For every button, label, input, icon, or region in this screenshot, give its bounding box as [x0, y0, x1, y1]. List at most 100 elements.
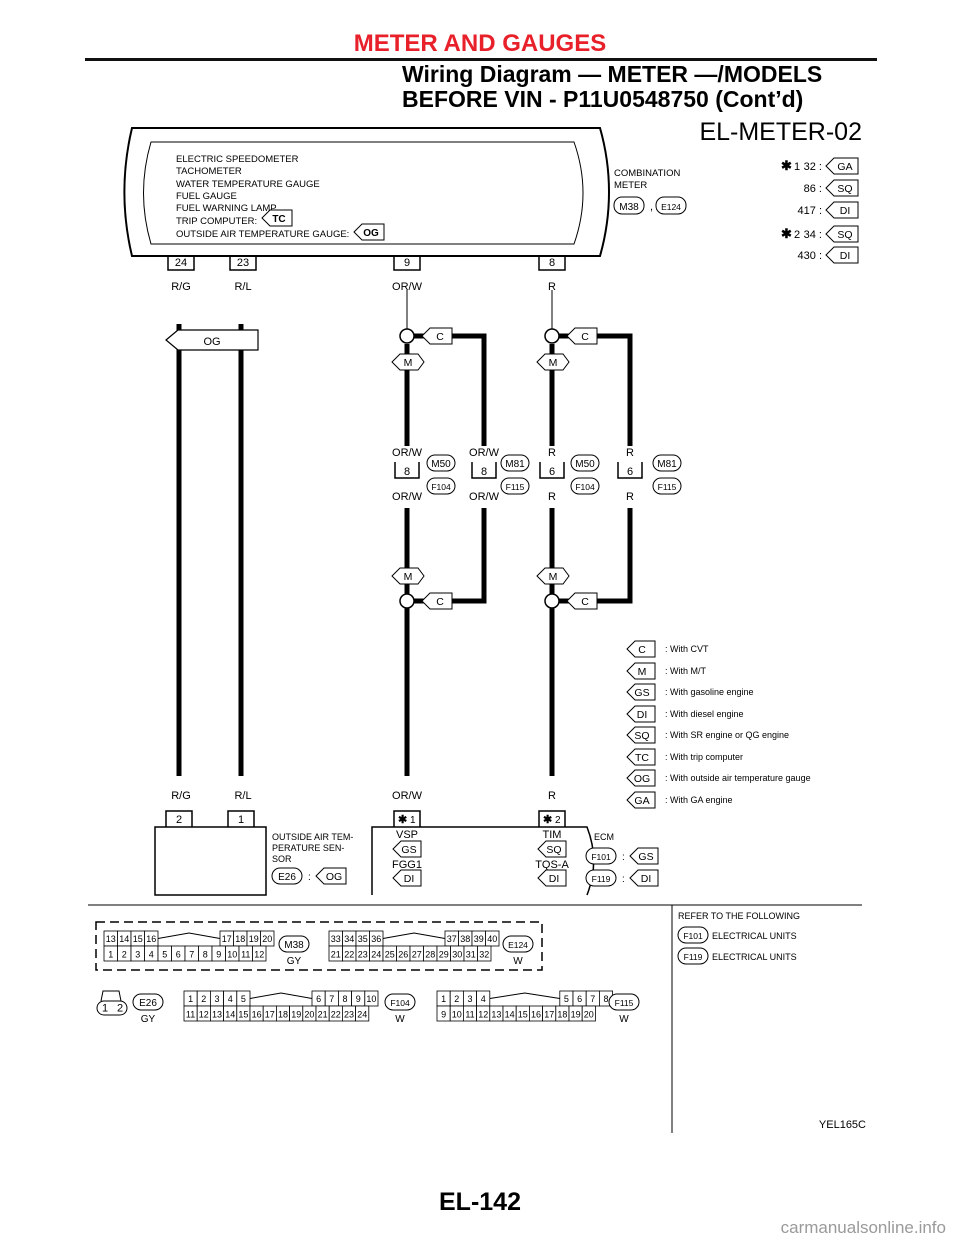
wire-orw-bottom-label: OR/W [392, 790, 423, 802]
page-number: EL-142 [439, 1188, 521, 1216]
r-top-c-tag [566, 327, 598, 345]
connector-key-notch [489, 992, 560, 999]
r-bottom-c-tag-text: C [581, 596, 589, 608]
refer-text-2: ELECTRICAL UNITS [712, 952, 797, 962]
ecm-vsp-label: VSP [396, 829, 418, 841]
connector-pin-number: 8 [603, 994, 608, 1004]
star-note-row-5: 430 : [798, 250, 822, 262]
connector-pin-number: 16 [252, 1010, 262, 1020]
connector-pin-number: 5 [564, 994, 569, 1004]
connector-pin-number: 14 [505, 1010, 515, 1020]
ecm-fgg-label: FGG1 [392, 859, 422, 871]
orw-top-c-tag-text: C [436, 331, 444, 343]
connector-pin-number: 20 [304, 1010, 314, 1020]
sensor-name-line-2: PERATURE SEN- [272, 843, 344, 853]
ecm-tqs-tag [537, 869, 567, 887]
ecm-pin-left: 1 [410, 815, 416, 826]
meter-inner-outline [143, 141, 584, 245]
watermark: carmanualsonline.info [780, 1218, 946, 1237]
joint-connector-r-m50: R 6 M50 F104 R [539, 447, 600, 503]
ecm-tim-tag [537, 840, 567, 858]
connector-pin-number: 8 [203, 950, 208, 960]
ecm-di-tag-text: DI [641, 873, 652, 885]
star-1-marker: ✱ [781, 158, 792, 173]
ecm-fgg-tag-text: DI [404, 873, 415, 885]
r-top-splice: C M [536, 327, 598, 371]
jc1-pin: 8 [404, 466, 410, 478]
star-note-tags: GA SQ DI SQ DI [825, 157, 859, 264]
wire-orw-top-label: OR/W [392, 281, 423, 293]
r-top-c-tag-text: C [581, 331, 589, 343]
connector-view-color: GY [141, 1014, 156, 1025]
r-bottom-c-tag [566, 592, 598, 610]
connector-m38-tag [613, 196, 645, 215]
ecm-separator-1: : [622, 852, 625, 863]
connector-pin-number: 11 [186, 1010, 195, 1020]
star-note-row-3: 417 : [798, 205, 822, 217]
refer-conn-1: F101 [683, 931, 703, 941]
jc4-pin: 6 [627, 466, 633, 478]
jc3-wire-top: R [548, 447, 556, 459]
connector-pin-cell [485, 930, 500, 947]
star-note-row-1: 32 : [804, 161, 822, 173]
trip-computer-tag-text: TC [272, 214, 285, 225]
connector-e26-body [96, 1000, 128, 1016]
connector-pin-number: 18 [278, 1010, 288, 1020]
sensor-separator: : [308, 872, 311, 883]
sensor-pin-1: 1 [238, 814, 244, 826]
connector-pin-number: 29 [439, 950, 449, 960]
wire-rl-top-label: R/L [234, 281, 251, 293]
r-top-splice-point [544, 328, 560, 344]
connector-pin-number: 15 [518, 1010, 528, 1020]
refer-text-1: ELECTRICAL UNITS [712, 931, 797, 941]
connector-pin-number: 17 [222, 934, 232, 944]
connector-view-color: W [395, 1014, 405, 1025]
connector-pin-cell [364, 990, 379, 1007]
star-tag-5: DI [840, 250, 851, 262]
star-tag-3: DI [840, 205, 851, 217]
jc2-wire-bottom: OR/W [469, 491, 500, 503]
connector-pin-number: 6 [176, 950, 181, 960]
connector-pin-number: 19 [249, 934, 259, 944]
connector-pin-number: 22 [344, 950, 354, 960]
connector-pin-number: 7 [590, 994, 595, 1004]
connector-view-name-tag [278, 935, 310, 953]
joint-connector-orw-m81: OR/W 8 M81 F115 OR/W [469, 447, 530, 503]
connector-pin-number: 13 [212, 1010, 222, 1020]
legend-text-3: : With gasoline engine [665, 687, 754, 697]
oat-gauge-tag [353, 223, 385, 241]
ecm-gs-tag-text: GS [638, 851, 653, 863]
refer-section: REFER TO THE FOLLOWING F101 ELECTRICAL U… [677, 911, 800, 965]
sensor-pin-2: 2 [176, 814, 182, 826]
ecm: ✱ 1 ✱ 2 VSP GS FGG1 DI TIM SQ TQS-A DI E… [371, 810, 659, 896]
connector-pin-number: 17 [544, 1010, 554, 1020]
connector-pin-number: 9 [441, 1010, 446, 1020]
sensor-name-line-1: OUTSIDE AIR TEM- [272, 832, 353, 842]
legend-tag-6: TC [635, 752, 649, 764]
orw-bottom-splice: M C [391, 567, 453, 610]
connector-pin-number: 5 [162, 950, 167, 960]
star-tag-1: GA [837, 161, 852, 173]
connector-pin-number: 36 [371, 934, 381, 944]
ecm-pin-right-star: ✱ [543, 814, 552, 826]
jc1-wire-bottom: OR/W [392, 491, 423, 503]
orw-bottom-c-tag [421, 592, 453, 610]
connector-pin-cell [260, 930, 275, 947]
ecm-fgg-tag [392, 869, 422, 887]
connector-pin-number: 7 [329, 994, 334, 1004]
connector-pin-number: 20 [584, 1010, 594, 1020]
legend-text-7: : With outside air temperature gauge [665, 773, 811, 783]
jc2-upper-connector: M81 [505, 459, 525, 470]
sensor-connector-tag [271, 867, 303, 885]
connector-pin-number: 23 [358, 950, 368, 960]
connector-pin-number: 19 [291, 1010, 301, 1020]
ecm-connector-f119-tag [585, 869, 617, 887]
orw-bottom-splice-point [399, 593, 415, 609]
section-title: METER AND GAUGES [353, 30, 607, 57]
connector-pin-number: 37 [447, 934, 457, 944]
jc1-upper-connector: M50 [431, 459, 451, 470]
connector-pin-number: 2 [201, 994, 206, 1004]
jc4-wire-top: R [626, 447, 634, 459]
connector-pin-cell [477, 945, 492, 962]
legend-text-1: : With CVT [665, 644, 709, 654]
